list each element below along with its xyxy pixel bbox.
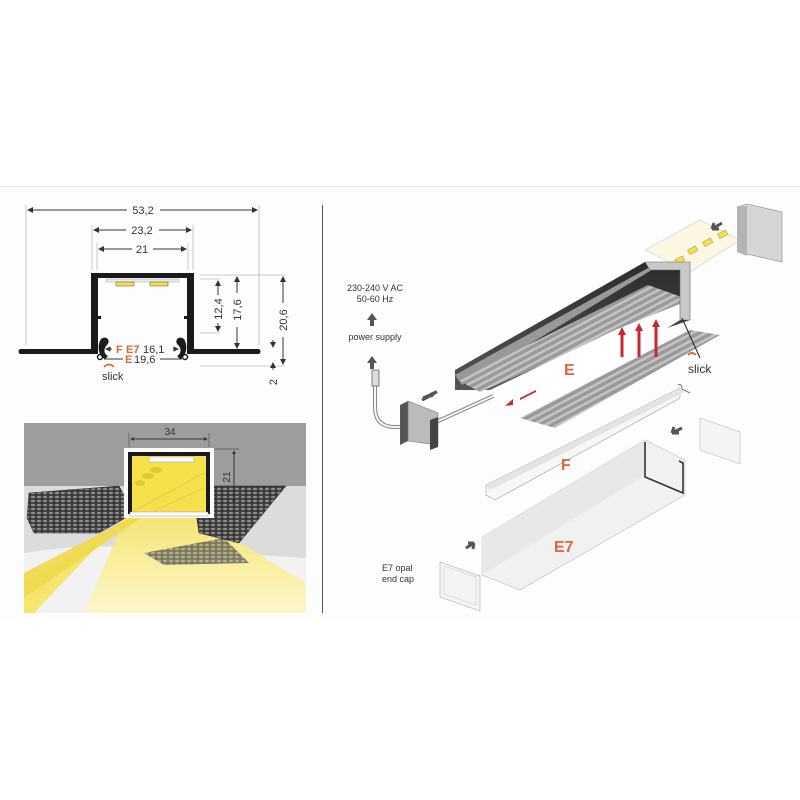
power-supply-label: power supply bbox=[348, 332, 402, 342]
end-cap-label-line1: E7 opal bbox=[382, 563, 413, 573]
frequency-label: 50-60 Hz bbox=[356, 294, 394, 304]
label-e7-cover: E7 bbox=[554, 539, 574, 556]
cross-section-drawing: 53,2 23,2 21 12,4 17,6 20,6 2 F E7 16,1 … bbox=[18, 205, 290, 385]
installation-view: 34 21 bbox=[24, 423, 306, 613]
label-f-cover: F bbox=[561, 457, 571, 474]
dim-total-width: 53,2 bbox=[132, 205, 153, 217]
dim-depth: 17,6 bbox=[232, 299, 244, 320]
end-cap-label-line2: end cap bbox=[382, 574, 415, 584]
label-e: E bbox=[125, 354, 132, 366]
voltage-label: 230-240 V AC bbox=[346, 283, 404, 293]
power-arrows bbox=[367, 313, 377, 369]
dim-inner-width: 21 bbox=[136, 244, 148, 256]
dim-cover-fe7: 16,1 bbox=[143, 344, 164, 356]
red-insert-arrows bbox=[505, 319, 660, 406]
panel-divider bbox=[322, 205, 323, 613]
dim-flange: 2 bbox=[268, 379, 280, 385]
end-cap-label: E7 opal end cap bbox=[382, 563, 442, 585]
slick-label-right: slick bbox=[688, 362, 712, 376]
dim-inner-depth: 12,4 bbox=[213, 298, 225, 319]
dim-outer-width: 23,2 bbox=[131, 225, 152, 237]
slick-swoosh-icon bbox=[103, 363, 115, 368]
label-f: F bbox=[116, 344, 123, 356]
dim-cutout-width: 34 bbox=[164, 427, 176, 438]
slick-swoosh-icon-right bbox=[687, 352, 697, 356]
exploded-assembly-view: slick E F E7 bbox=[367, 203, 783, 612]
label-e-cover: E bbox=[564, 362, 575, 379]
dim-total-height: 20,6 bbox=[278, 309, 290, 330]
label-e7: E7 bbox=[126, 344, 139, 356]
dim-cover-e: 19,6 bbox=[134, 354, 155, 366]
dim-cutout-depth: 21 bbox=[222, 471, 233, 483]
slick-label: slick bbox=[102, 371, 124, 383]
power-voltage-text: 230-240 V AC 50-60 Hz bbox=[330, 283, 420, 305]
